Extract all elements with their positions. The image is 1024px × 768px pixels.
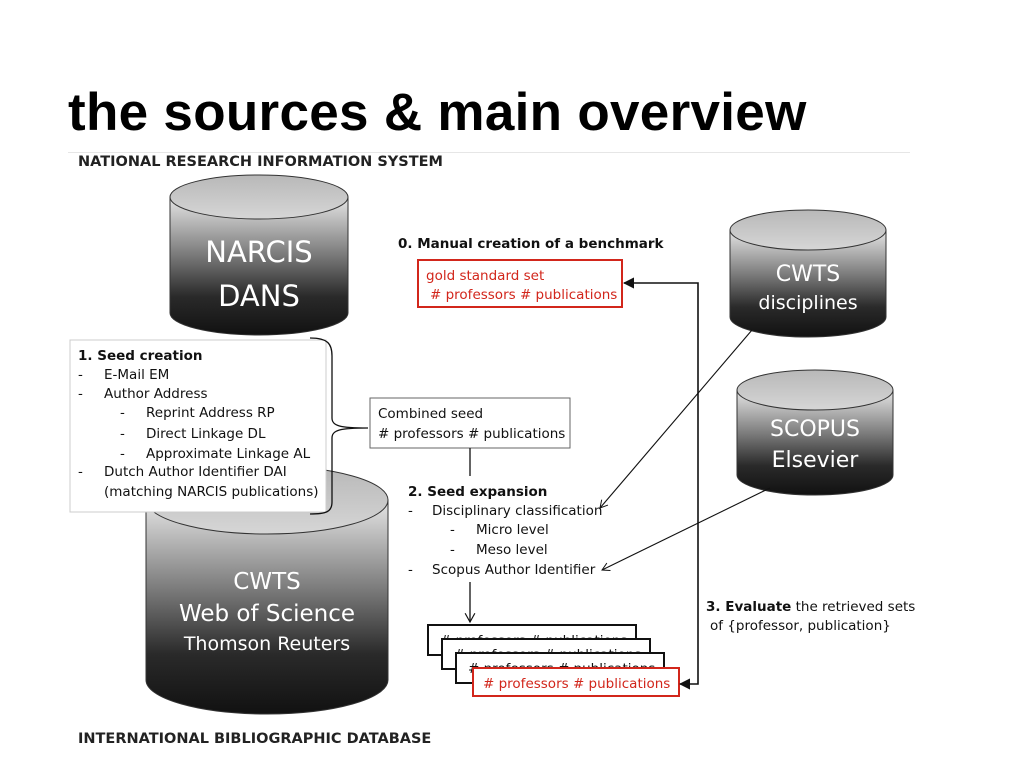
header-international-database: INTERNATIONAL BIBLIOGRAPHIC DATABASE (78, 731, 431, 747)
seed-item-email: E-Mail EM (104, 367, 169, 383)
gold-standard-counts: # professors # publications (430, 287, 617, 303)
narcis-label: NARCIS (205, 235, 312, 269)
seed-item-matching-note: (matching NARCIS publications) (104, 484, 319, 500)
expansion-item-bullet: - (408, 562, 413, 578)
header-national-system: NATIONAL RESEARCH INFORMATION SYSTEM (78, 154, 443, 170)
seed-item-bullet: - (120, 405, 125, 421)
seed-item-bullet: - (78, 367, 83, 383)
evaluate-step: 3. Evaluate (706, 599, 791, 615)
seed-item-dai: Dutch Author Identifier DAI (104, 464, 287, 480)
expansion-item-bullet: - (450, 522, 455, 538)
evaluate-line1: 3. Evaluate the retrieved sets (706, 599, 915, 615)
seed-item-bullet: - (78, 464, 83, 480)
expansion-item-bullet: - (450, 542, 455, 558)
slide-title: the sources & main overview (68, 83, 807, 142)
seed-creation-box: 1. Seed creation - E-Mail EM - Author Ad… (69, 339, 327, 513)
combined-seed-box: Combined seed # professors # publication… (369, 397, 571, 449)
thomson-reuters-label: Thomson Reuters (183, 633, 350, 655)
evaluate-rest: the retrieved sets (791, 599, 915, 615)
scopus-label: SCOPUS (770, 417, 860, 442)
narcis-dans-database: NARCIS DANS (169, 174, 349, 336)
expansion-item-micro: Micro level (476, 522, 549, 538)
dans-label: DANS (218, 279, 300, 313)
seed-creation-heading: 1. Seed creation (78, 348, 203, 364)
cwts-disciplines-title: CWTS (776, 262, 841, 287)
evaluate-line2: of {professor, publication} (710, 618, 891, 634)
seed-item-direct-linkage: Direct Linkage DL (146, 426, 266, 442)
seed-item-reprint-address: Reprint Address RP (146, 405, 275, 421)
expansion-item-disciplinary: Disciplinary classification (432, 503, 602, 519)
cwts-label: CWTS (233, 569, 300, 595)
title-divider (68, 152, 910, 153)
seed-item-author-address: Author Address (104, 386, 208, 402)
gold-standard-label: gold standard set (426, 268, 544, 284)
gold-standard-box: gold standard set # professors # publica… (417, 259, 623, 308)
combined-seed-title: Combined seed (378, 406, 483, 422)
expansion-item-bullet: - (408, 503, 413, 519)
scopus-arrow (601, 487, 771, 571)
combined-seed-counts: # professors # publications (378, 426, 565, 442)
seed-item-bullet: - (120, 446, 125, 462)
brace-connector (309, 337, 369, 515)
seed-expansion-heading: 2. Seed expansion (408, 484, 547, 500)
cwts-disciplines-database: CWTS disciplines (729, 209, 887, 338)
expansion-item-scopus-id: Scopus Author Identifier (432, 562, 596, 578)
benchmark-heading: 0. Manual creation of a benchmark (398, 236, 665, 252)
result-set-front-label: # professors # publications (483, 676, 670, 692)
seed-expansion-block: 2. Seed expansion - Disciplinary classif… (408, 484, 602, 578)
web-of-science-label: Web of Science (179, 601, 355, 627)
seed-item-approximate-linkage: Approximate Linkage AL (146, 446, 311, 462)
seed-item-bullet: - (120, 426, 125, 442)
result-sets-stack: # professors # publications # professors… (427, 624, 680, 697)
seed-item-bullet: - (78, 386, 83, 402)
disciplines-arrow (599, 329, 753, 509)
scopus-elsevier-database: SCOPUS Elsevier (736, 369, 894, 496)
disciplines-label: disciplines (758, 292, 857, 314)
expansion-item-meso: Meso level (476, 542, 548, 558)
elsevier-label: Elsevier (772, 448, 860, 473)
evaluation-loop-arrow (622, 277, 699, 690)
